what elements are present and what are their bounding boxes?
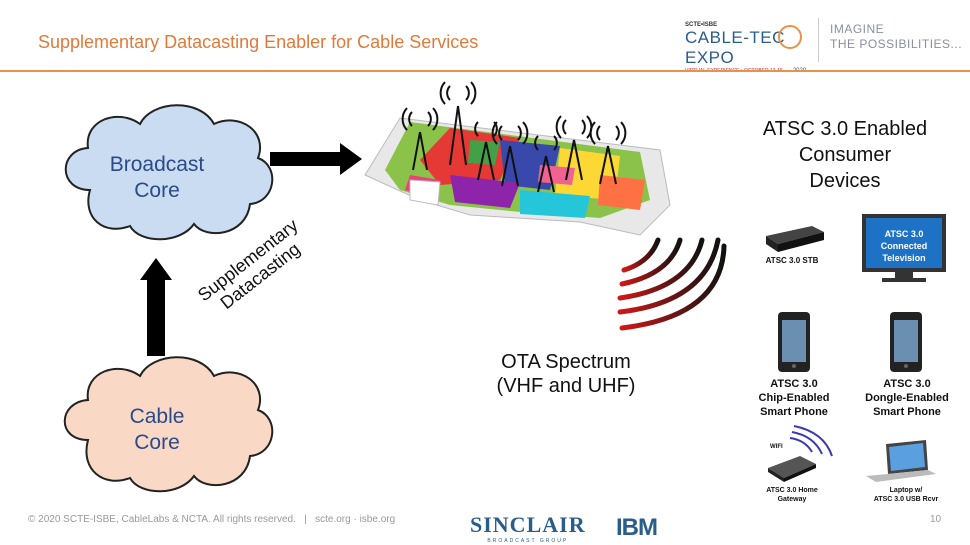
laptop-label: Laptop w/ ATSC 3.0 USB Rcvr — [873, 487, 939, 503]
tower-icon — [491, 121, 529, 187]
chip-phone-icon — [778, 312, 810, 372]
sinclair-logo: SINCLAIR BROADCAST GROUP — [470, 512, 586, 544]
wifi-icon — [789, 425, 833, 457]
expo-ring-icon — [778, 25, 802, 49]
expo-org: SCTE•ISBE — [685, 22, 718, 28]
imagine-line1: IMAGINE — [830, 22, 885, 36]
sinclair-subtitle: BROADCAST GROUP — [487, 538, 569, 544]
imagine-line2: THE POSSIBILITIES... — [830, 37, 963, 51]
tower-icon — [534, 135, 558, 193]
tv-icon — [862, 214, 946, 282]
dongle-phone-icon — [890, 312, 922, 372]
expo-title: CABLE-TEC EXPO — [685, 28, 785, 67]
stb-icon — [766, 226, 824, 252]
laptop-icon — [866, 440, 936, 482]
gateway-icon — [768, 456, 816, 482]
ota-spectrum-label: OTA Spectrum (VHF and UHF) — [496, 351, 636, 397]
broadcast-core-cloud — [64, 104, 274, 241]
cable-core-cloud — [63, 356, 274, 493]
logo-divider — [818, 18, 819, 62]
tower-icon — [589, 121, 627, 185]
cable-core-label: Cable Core — [129, 405, 185, 454]
right-arrow — [270, 143, 362, 175]
tower-icon — [401, 107, 439, 171]
page-title: Supplementary Datacasting Enabler for Ca… — [38, 32, 479, 52]
copyright-text: © 2020 SCTE-ISBE, CableLabs & NCTA. All … — [28, 514, 396, 525]
page-number: 10 — [930, 514, 942, 525]
broadcast-core-label: Broadcast Core — [109, 153, 205, 202]
stb-label: ATSC 3.0 STB — [765, 256, 819, 265]
tv-screen-label: ATSC 3.0 Connected Television — [880, 229, 928, 263]
ibm-logo: IBM — [616, 514, 658, 541]
ota-waves-icon — [617, 237, 727, 331]
tower-icon — [439, 81, 477, 166]
tower-icon — [474, 121, 498, 181]
imagine-logo: IMAGINE THE POSSIBILITIES... — [830, 22, 962, 52]
dongle-phone-label: ATSC 3.0 Dongle-Enabled Smart Phone — [865, 378, 949, 418]
gateway-label: ATSC 3.0 Home Gateway — [766, 487, 818, 503]
chip-phone-label: ATSC 3.0 Chip-Enabled Smart Phone — [758, 378, 830, 418]
sinclair-wordmark: SINCLAIR — [470, 512, 586, 537]
broadcast-towers — [401, 81, 627, 193]
up-arrow — [140, 258, 172, 356]
devices-title: ATSC 3.0 Enabled Consumer Devices — [762, 118, 928, 192]
wifi-label: WIFI — [770, 444, 783, 450]
header-rule — [0, 70, 970, 72]
